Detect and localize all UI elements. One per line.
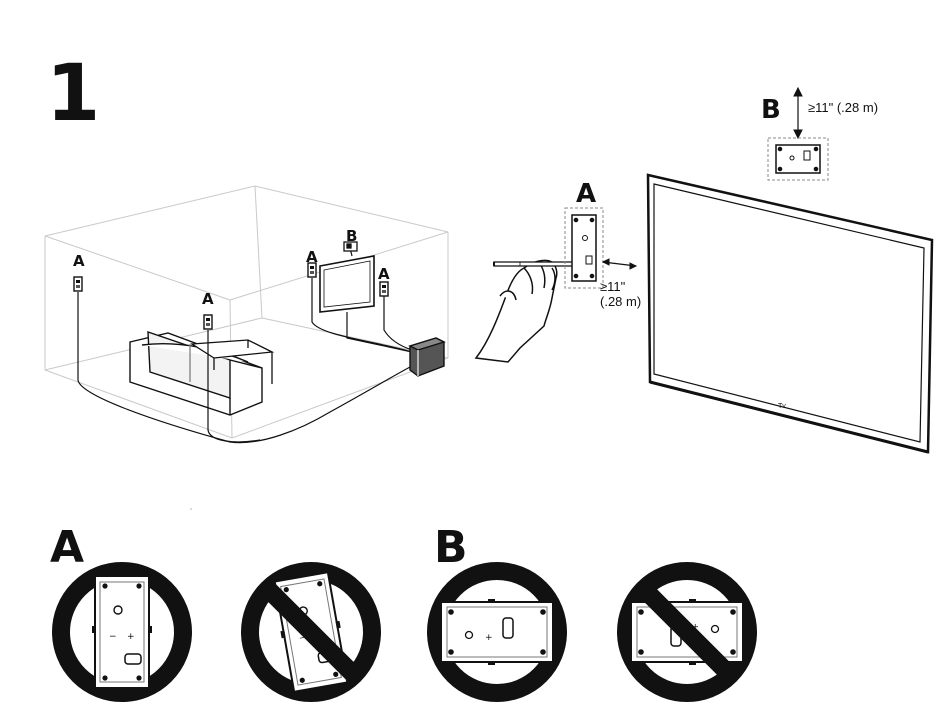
wall-plate-a-label: A [576,181,596,207]
step-number: 1 [46,55,100,133]
room-sensor-label-mid: A [202,292,214,307]
room-illustration [45,186,448,443]
tv-logo: Tv [778,403,786,411]
hand-marking-wall [476,260,586,362]
orientation-b-wrong [626,571,748,693]
room-sensor-label-tv-right: A [378,267,390,282]
side-distance-line1: ≥11" [600,279,625,294]
side-distance-line2: (.28 m) [600,294,641,309]
orientation-b-correct [436,571,558,693]
room-sensor-label-tv-left: A [306,250,318,265]
orientation-a-correct [61,571,183,693]
wall-plate-a [565,208,636,288]
wall-tv [648,175,932,452]
orientation-a-label: A [50,526,84,570]
room-sensor-label-tv-top: B [346,229,357,244]
wall-plate-b-label: B [761,97,781,123]
top-distance: ≥11" (.28 m) [808,100,878,115]
orientation-a-wrong [250,571,372,693]
room-sensor-label-left: A [73,254,85,269]
orientation-b-label: B [434,526,468,570]
